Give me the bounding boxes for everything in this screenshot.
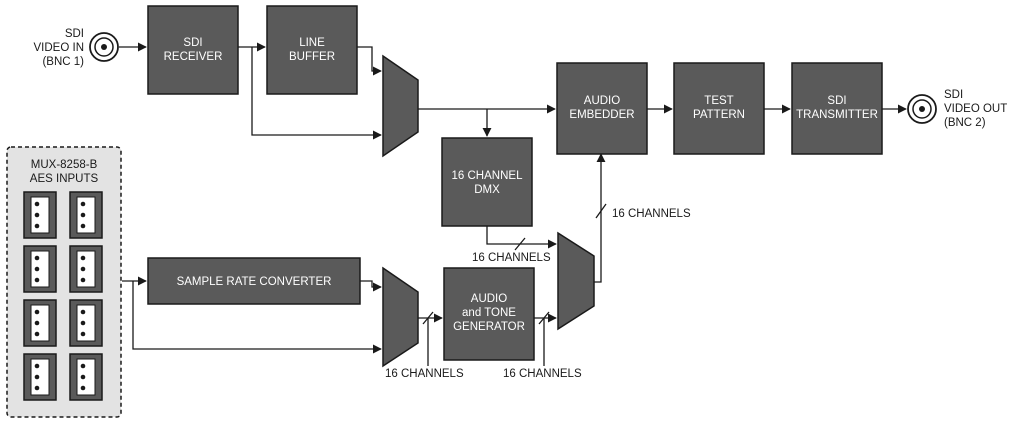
line-buffer-block: LINE BUFFER: [266, 5, 358, 95]
line-buffer-line-2: BUFFER: [289, 51, 335, 63]
test-pattern-line-2: PATTERN: [693, 109, 745, 121]
video-in-line-2: VIDEO IN: [34, 42, 84, 54]
sdi-receiver-line-2: RECEIVER: [164, 51, 223, 63]
generator-line-3: GENERATOR: [453, 321, 525, 333]
video-in-line-3: (BNC 1): [42, 56, 84, 68]
test-pattern-line-1: TEST: [704, 95, 733, 107]
audio-mux: [557, 231, 595, 331]
generator-line-2: and TONE: [462, 307, 516, 319]
aes-panel-subtitle: AES INPUTS: [30, 173, 99, 185]
video-in-label: SDI VIDEO IN (BNC 1): [34, 28, 85, 68]
channel-dmx-line-2: DMX: [474, 184, 500, 196]
video-mux: [382, 54, 419, 158]
embedder-input-channels: 16 CHANNELS: [612, 208, 691, 220]
audio-embedder-line-1: AUDIO: [584, 95, 620, 107]
sdi-receiver-block: SDI RECEIVER: [147, 5, 239, 95]
audio-embedder-block: AUDIO EMBEDDER: [556, 62, 648, 155]
aes-connector-icon: [69, 353, 103, 401]
aes-inputs-panel: MUX-8258-B AES INPUTS: [6, 146, 122, 418]
generator-output-channels: 16 CHANNELS: [503, 368, 582, 380]
sample-rate-converter-block: SAMPLE RATE CONVERTER: [147, 257, 361, 305]
src-mux-output-channels: 16 CHANNELS: [385, 368, 464, 380]
video-out-label: SDI VIDEO OUT (BNC 2): [944, 89, 1007, 129]
aes-connector-icon: [23, 353, 57, 401]
generator-line-1: AUDIO: [471, 293, 507, 305]
aes-connector-icon: [23, 245, 57, 293]
bnc-in-icon: [89, 32, 119, 62]
aes-connector-icon: [23, 191, 57, 239]
aes-connector-icon: [23, 299, 57, 347]
sdi-receiver-line-1: SDI: [183, 37, 202, 49]
video-out-line-2: VIDEO OUT: [944, 103, 1007, 115]
sdi-transmitter-line-2: TRANSMITTER: [796, 109, 878, 121]
aes-connector-icon: [69, 299, 103, 347]
sdi-transmitter-line-1: SDI: [827, 95, 846, 107]
bnc-out-icon: [907, 94, 937, 124]
aes-connector-icon: [69, 245, 103, 293]
signal-wires: [119, 42, 907, 354]
aes-mux: [382, 266, 419, 368]
line-buffer-line-1: LINE: [299, 37, 325, 49]
video-in-line-1: SDI: [65, 28, 84, 40]
audio-tone-generator-block: AUDIO and TONE GENERATOR: [443, 267, 535, 361]
dmx-output-channels: 16 CHANNELS: [472, 252, 551, 264]
audio-embedder-line-2: EMBEDDER: [569, 109, 634, 121]
aes-connector-icon: [69, 191, 103, 239]
sample-rate-converter-label: SAMPLE RATE CONVERTER: [177, 276, 332, 288]
channel-dmx-line-1: 16 CHANNEL: [452, 170, 524, 182]
channel-ticks: [422, 203, 607, 366]
video-out-line-3: (BNC 2): [944, 117, 986, 129]
sdi-transmitter-block: SDI TRANSMITTER: [791, 62, 883, 155]
channel-dmx-block: 16 CHANNEL DMX: [441, 137, 533, 227]
aes-panel-title: MUX-8258-B: [31, 159, 98, 171]
video-out-line-1: SDI: [944, 89, 963, 101]
test-pattern-block: TEST PATTERN: [673, 62, 765, 155]
